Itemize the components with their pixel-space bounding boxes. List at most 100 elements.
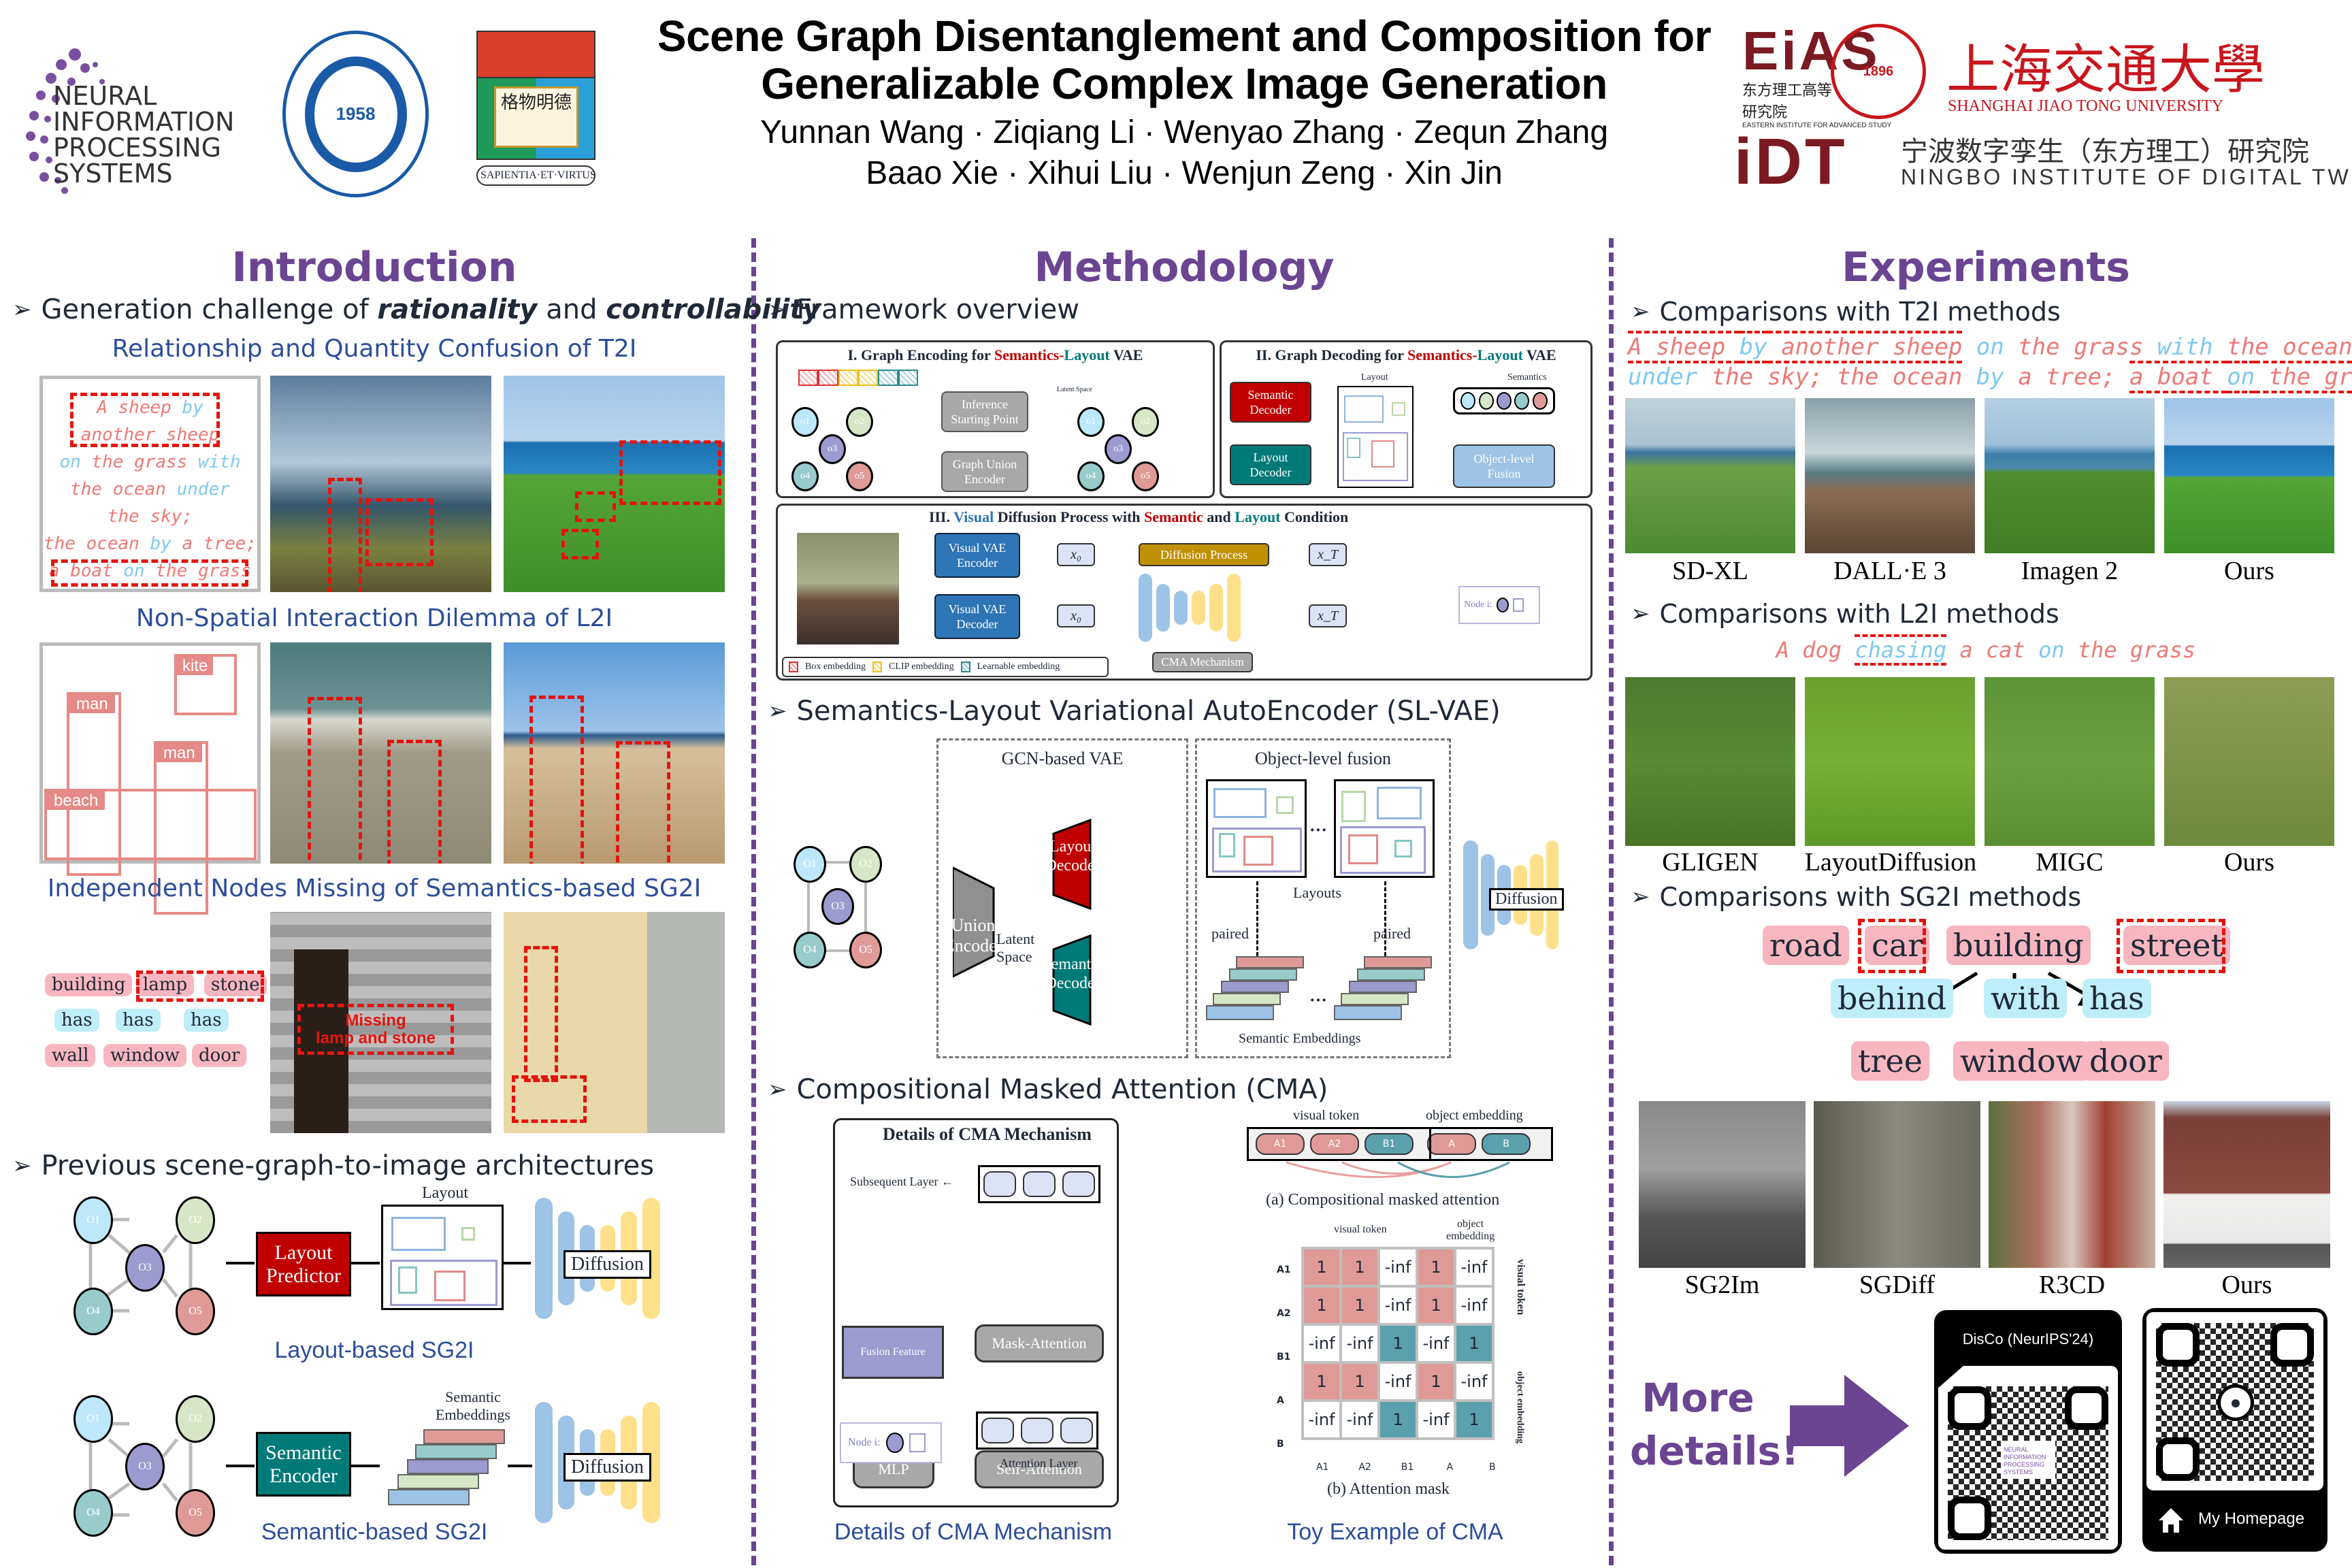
token-a2: A2 bbox=[1310, 1133, 1359, 1155]
layout-box-man: man bbox=[67, 692, 121, 876]
result-image-sdxl bbox=[1625, 398, 1795, 553]
prompt-entity: the ocean bbox=[2212, 333, 2352, 361]
section-title-experiments: Experiments bbox=[1842, 244, 2130, 291]
sg-entity: door bbox=[2082, 1041, 2169, 1081]
mask-side-object: object embedding bbox=[1515, 1371, 1525, 1444]
prompt-entity: another sheep bbox=[80, 425, 220, 445]
mask-cell: -inf bbox=[1377, 1247, 1418, 1288]
bullet-arrow-icon: ➢ bbox=[768, 698, 787, 725]
graph-node: O3 bbox=[125, 1244, 165, 1292]
embedding-bar bbox=[798, 370, 918, 386]
legend-label: Box embedding bbox=[805, 662, 866, 672]
scene-graph-icon bbox=[807, 861, 867, 952]
doorway bbox=[294, 949, 348, 1133]
l2i-prompt: A dog chasing a cat on the grass bbox=[1620, 634, 2352, 666]
column-divider bbox=[1609, 238, 1614, 1565]
result-image-sg2im bbox=[1639, 1101, 1806, 1268]
mask-cell: -inf bbox=[1454, 1247, 1494, 1288]
qr-finder bbox=[2065, 1386, 2108, 1430]
sg2i-image-ours bbox=[504, 912, 725, 1133]
graph-node: O5 bbox=[176, 1489, 215, 1537]
layout-canvas bbox=[1206, 779, 1307, 878]
graph-node: O4 bbox=[74, 1489, 113, 1537]
semantic-embeddings-stack bbox=[1206, 956, 1308, 1038]
mask-row-label: B1 bbox=[1277, 1352, 1291, 1362]
exp-bullet-t2i: ➢ Comparisons with T2I methods bbox=[1631, 297, 2061, 327]
semantic-decoder-shape bbox=[1052, 934, 1092, 1026]
prompt-entity: A sheep bbox=[97, 397, 172, 418]
prompt-line: the ocean under bbox=[43, 476, 257, 503]
graph-node: O5 bbox=[176, 1288, 215, 1335]
xT-token: x_T bbox=[1309, 604, 1347, 627]
graph-node: O1 bbox=[74, 1196, 113, 1244]
qr-code-homepage[interactable]: ● bbox=[2146, 1312, 2323, 1490]
legend-label: CLIP embedding bbox=[889, 662, 954, 672]
graph-node: O4 bbox=[74, 1288, 113, 1335]
graph-node: O3 bbox=[821, 888, 854, 925]
eias-en: EASTERN INSTITUTE FOR ADVANCED STUDY bbox=[1742, 122, 1892, 129]
prompt-relation: by bbox=[1739, 331, 1767, 363]
mask-col-label: A bbox=[1446, 1462, 1454, 1473]
sg-entity: street bbox=[2123, 926, 2231, 965]
mask-cell: -inf bbox=[1301, 1323, 1342, 1364]
mask-row-label: B bbox=[1277, 1439, 1284, 1450]
learnable-embedding-swatch bbox=[960, 662, 970, 672]
poster-title: Scene Graph Disentanglement and Composit… bbox=[633, 12, 1735, 108]
bullet-text: Framework overview bbox=[796, 294, 1079, 325]
prompt-relation: by bbox=[1976, 363, 2004, 391]
sg-entity: building bbox=[45, 973, 133, 996]
gcn-vae-region: GCN-based VAE bbox=[936, 738, 1188, 1058]
method-label: Ours bbox=[2224, 848, 2274, 877]
method-label: Imagen 2 bbox=[2021, 557, 2119, 585]
caption-a: (a) Compositional masked attention bbox=[1266, 1191, 1500, 1209]
qr-finder bbox=[2156, 1323, 2200, 1367]
method-label: MIGC bbox=[2036, 848, 2104, 877]
diffusion-label: Diffusion bbox=[1489, 888, 1564, 911]
prompt-entity: A sheep bbox=[1628, 331, 1740, 363]
cma-lower: Node i: Attention Layer bbox=[833, 1402, 1119, 1504]
prompt-line: a boat on the grass bbox=[43, 557, 257, 585]
mask-row-label: A2 bbox=[1277, 1308, 1291, 1319]
gcn-vae-title: GCN-based VAE bbox=[1001, 749, 1124, 768]
bullet-arrow-icon: ➢ bbox=[1631, 298, 1650, 325]
bullet-arrow-icon: ➢ bbox=[768, 1076, 787, 1103]
layouts-label: Layouts bbox=[1293, 884, 1341, 901]
authors: Yunnan Wang · Ziqiang Li · Wenyao Zhang … bbox=[633, 112, 1735, 194]
graph-node: o5 bbox=[846, 461, 873, 491]
prompt-line: the ocean by a tree; bbox=[43, 530, 257, 557]
graph-node: O1 bbox=[74, 1395, 113, 1443]
bullet-text: Generation challenge of rationality and … bbox=[41, 294, 821, 325]
sjtu-en: SHANGHAI JIAO TONG UNIVERSITY bbox=[1948, 97, 2224, 115]
input-image-office bbox=[797, 533, 899, 644]
node-i-card: Node i: bbox=[1458, 586, 1540, 624]
home-icon bbox=[2157, 1507, 2185, 1534]
bullet-text: Comparisons with T2I methods bbox=[1659, 297, 2061, 327]
paired-arrow bbox=[1256, 881, 1258, 956]
qr-finder bbox=[2270, 1323, 2314, 1367]
sg-entity: window bbox=[1953, 1041, 2090, 1081]
hku-motto: SAPIENTIA·ET·VIRTUS bbox=[476, 165, 596, 186]
highlight-box bbox=[619, 440, 721, 505]
method-label: Ours bbox=[2224, 557, 2274, 585]
node-i-card: Node i: bbox=[840, 1422, 942, 1463]
column-divider bbox=[751, 238, 756, 1565]
sg-relation: behind bbox=[1831, 979, 1954, 1018]
token-row bbox=[978, 1165, 1100, 1203]
title-line-2: Generalizable Complex Image Generation bbox=[761, 59, 1607, 108]
prompt-entity: the ocean bbox=[70, 479, 177, 500]
prompt-relation: under bbox=[1628, 363, 1698, 391]
prompt-entity: the grass bbox=[2064, 637, 2196, 663]
qr-card-homepage[interactable]: ● My Homepage bbox=[2142, 1308, 2328, 1552]
neurips-line: NEURAL bbox=[53, 81, 157, 111]
